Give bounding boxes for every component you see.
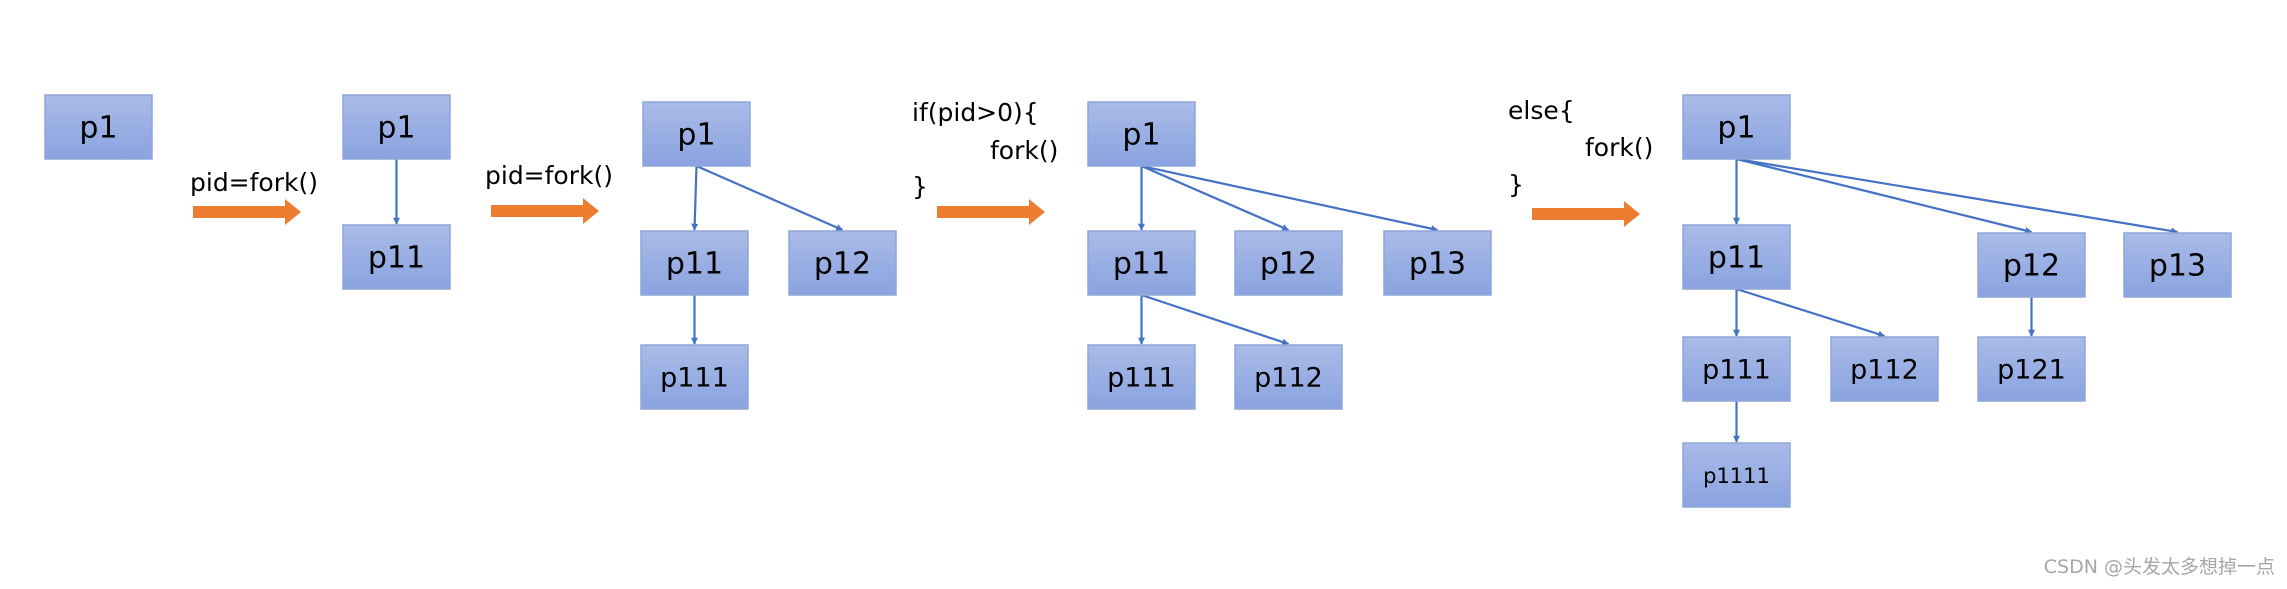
process-label: p1 <box>79 111 117 146</box>
process-label: p11 <box>368 241 425 276</box>
process-node-p12: p12 <box>788 230 897 296</box>
process-box <box>2123 232 2232 298</box>
process-node-p12: p12 <box>1234 230 1343 296</box>
process-box <box>342 224 451 290</box>
process-node-p11: p11 <box>1087 230 1196 296</box>
step4-label-line1: else{ <box>1508 96 1575 125</box>
process-label: p11 <box>666 247 723 282</box>
step3-label-line1: if(pid>0){ <box>912 98 1039 127</box>
step-arrow-4 <box>1532 201 1640 227</box>
process-box <box>44 94 153 160</box>
process-node-p112: p112 <box>1830 336 1939 402</box>
process-box <box>1682 442 1791 508</box>
process-label: p111 <box>660 363 729 394</box>
step4-label-line3: } <box>1508 170 1524 199</box>
process-node-p112: p112 <box>1234 344 1343 410</box>
process-node-p1: p1 <box>342 94 451 160</box>
process-label: p112 <box>1254 363 1323 394</box>
process-label: p11 <box>1113 247 1170 282</box>
step3-label-line2: fork() <box>990 136 1059 165</box>
process-box <box>1682 336 1791 402</box>
process-box <box>1383 230 1492 296</box>
step3-label-line3: } <box>912 172 928 201</box>
process-node-p121: p121 <box>1977 336 2086 402</box>
process-box <box>1682 94 1791 160</box>
process-label: p11 <box>1708 241 1765 276</box>
process-box <box>788 230 897 296</box>
process-box <box>1087 230 1196 296</box>
step-arrow-1 <box>193 199 301 225</box>
process-box <box>640 344 749 410</box>
process-node-p11: p11 <box>1682 224 1791 290</box>
process-label: p121 <box>1997 355 2066 386</box>
edge-p1-to-p12 <box>696 164 844 232</box>
process-box <box>640 230 749 296</box>
process-node-p111: p111 <box>640 344 749 410</box>
process-node-p111: p111 <box>1682 336 1791 402</box>
process-node-p11: p11 <box>342 224 451 290</box>
process-node-p13: p13 <box>1383 230 1492 296</box>
step1-label: pid=fork() <box>190 168 318 197</box>
process-box <box>1977 336 2086 402</box>
process-box <box>342 94 451 160</box>
process-label: p12 <box>2003 249 2060 284</box>
watermark: CSDN @头发太多想掉一点 <box>2043 556 2275 578</box>
process-label: p1111 <box>1703 464 1770 488</box>
process-box <box>1977 232 2086 298</box>
edge-p11-to-p112 <box>1736 287 1886 338</box>
step-arrow-3 <box>937 199 1045 225</box>
process-node-p11: p11 <box>640 230 749 296</box>
edges-layer <box>393 157 2179 443</box>
process-box <box>642 101 751 167</box>
process-box <box>1087 344 1196 410</box>
process-label: p1 <box>1717 111 1755 146</box>
process-node-p1: p1 <box>44 94 153 160</box>
process-label: p13 <box>1409 247 1466 282</box>
process-label: p1 <box>677 118 715 153</box>
process-label: p111 <box>1702 355 1771 386</box>
step4-label-line2: fork() <box>1585 133 1654 162</box>
process-node-p1: p1 <box>642 101 751 167</box>
process-box <box>1682 224 1791 290</box>
process-label: p1 <box>1122 118 1160 153</box>
process-label: p12 <box>1260 247 1317 282</box>
edge-p1-to-p13 <box>1141 164 1439 233</box>
step-arrow-2 <box>491 198 599 224</box>
process-box <box>1830 336 1939 402</box>
nodes-layer: p1 p1 p11 p1 p11 p12 p111 p1 p11 p12 p13 p111 p112 p1… <box>44 94 2232 508</box>
process-node-p111: p111 <box>1087 344 1196 410</box>
process-label: p111 <box>1107 363 1176 394</box>
edge-p1-to-p12 <box>1141 164 1290 232</box>
process-node-p1: p1 <box>1087 101 1196 167</box>
process-node-p12: p12 <box>1977 232 2086 298</box>
process-label: p112 <box>1850 355 1919 386</box>
process-node-p13: p13 <box>2123 232 2232 298</box>
step-arrows-layer <box>193 198 1640 227</box>
edge-p1-to-p13 <box>1736 157 2179 235</box>
edge-p11-to-p112 <box>1141 293 1290 346</box>
process-box <box>1234 230 1343 296</box>
process-box <box>1234 344 1343 410</box>
edge-p1-to-p11 <box>691 165 699 231</box>
process-node-p1: p1 <box>1682 94 1791 160</box>
process-label: p13 <box>2149 249 2206 284</box>
process-box <box>1087 101 1196 167</box>
process-node-p1111: p1111 <box>1682 442 1791 508</box>
step2-label: pid=fork() <box>485 161 613 190</box>
process-label: p12 <box>814 247 871 282</box>
edge-p1-to-p12 <box>1736 157 2033 234</box>
process-label: p1 <box>377 111 415 146</box>
